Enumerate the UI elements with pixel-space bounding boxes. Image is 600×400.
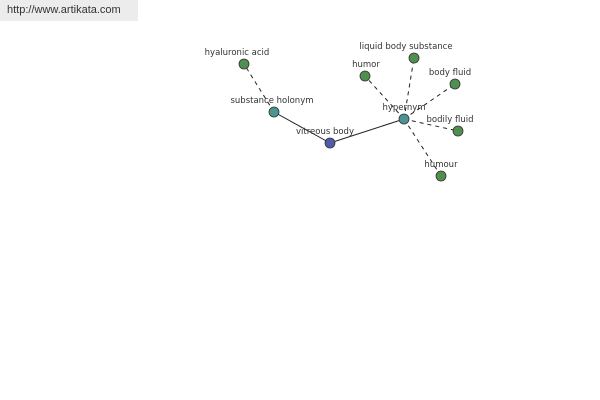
edge-hypernym-humour [403, 118, 442, 177]
node-label-body-fluid[interactable]: body fluid [429, 68, 471, 78]
node-bodily-fluid[interactable] [452, 125, 464, 137]
node-liquid-body-substance[interactable] [408, 52, 420, 64]
node-hypernym[interactable] [398, 113, 410, 125]
edge-hypernym-bodily-fluid [403, 118, 459, 132]
edge-hypernym-liquid-body-substance [403, 57, 415, 120]
edges-layer [243, 57, 459, 177]
node-substance-holonym[interactable] [268, 106, 280, 118]
node-body-fluid[interactable] [449, 78, 461, 90]
edge-vitreous-body-hypernym [329, 118, 405, 144]
edge-hypernym-humor [364, 75, 405, 120]
nodes-layer [238, 52, 464, 182]
node-hyaluronic-acid[interactable] [238, 58, 250, 70]
node-label-bodily-fluid[interactable]: bodily fluid [427, 115, 474, 125]
node-label-hypernym[interactable]: hypernym [382, 103, 425, 113]
node-label-hyaluronic-acid[interactable]: hyaluronic acid [205, 48, 270, 58]
node-humour[interactable] [435, 170, 447, 182]
node-humor[interactable] [359, 70, 371, 82]
node-label-humor[interactable]: humor [352, 60, 380, 70]
node-label-vitreous-body[interactable]: vitreous body [296, 127, 354, 137]
node-label-humour[interactable]: humour [424, 160, 458, 170]
node-vitreous-body[interactable] [324, 137, 336, 149]
node-label-substance-holonym[interactable]: substance holonym [230, 96, 313, 106]
edge-substance-holonym-hyaluronic-acid [243, 63, 275, 113]
edge-vitreous-body-substance-holonym [273, 111, 331, 144]
watermark-banner: http://www.artikata.com [0, 0, 138, 21]
watermark-text: http://www.artikata.com [7, 4, 121, 16]
labels-layer: vitreous body substance holonym hypernym hy… [205, 42, 474, 170]
node-label-liquid-body-substance[interactable]: liquid body substance [359, 42, 452, 52]
edge-hypernym-body-fluid [403, 83, 456, 120]
